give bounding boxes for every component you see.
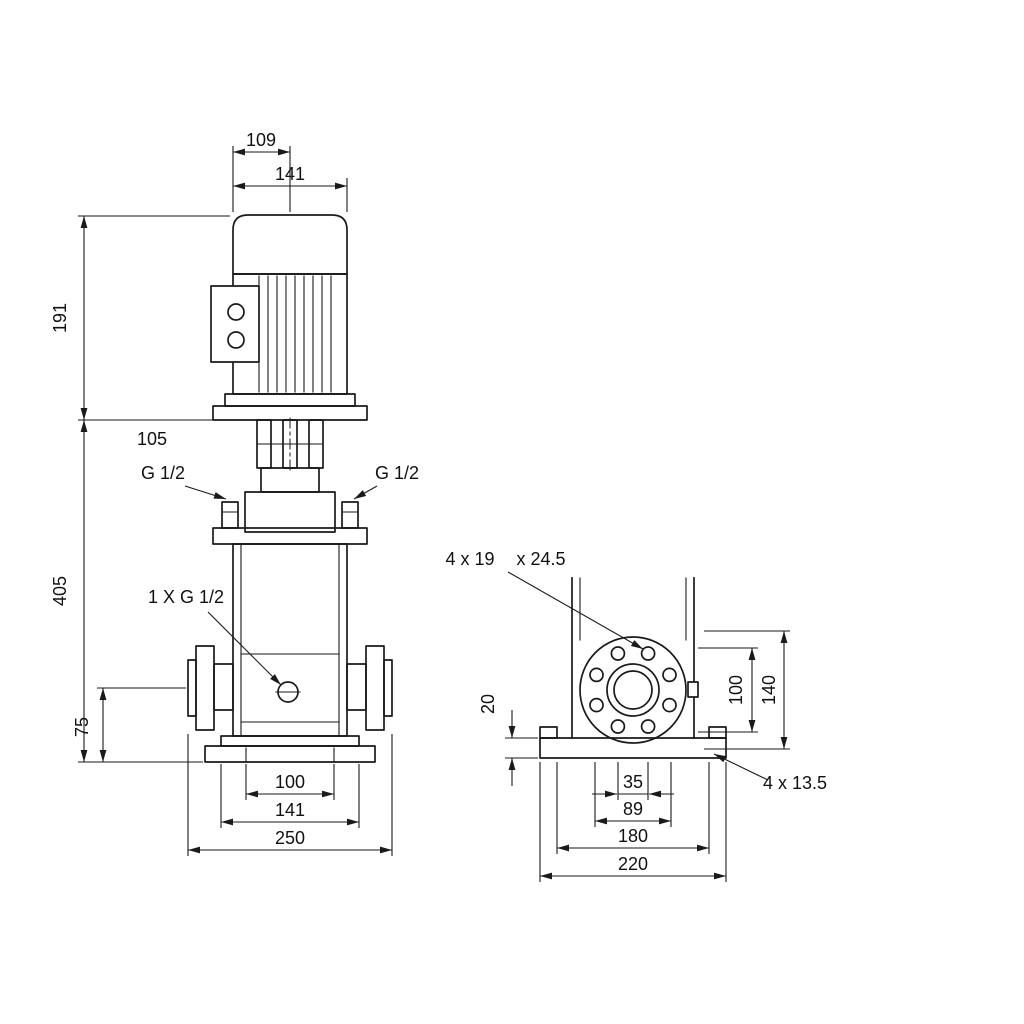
callout-port-left: G 1/2 [141, 463, 227, 500]
base-holes-label: 4 x 13.5 [763, 773, 827, 793]
dim-220: 220 [539, 762, 727, 882]
dim-405: 405 [50, 420, 203, 763]
callout-drain-plug: 1 X G 1/2 [148, 587, 282, 686]
extension-line [594, 762, 672, 827]
callout-base-holes: 4 x 13.5 [713, 753, 827, 793]
dim-105: 105 [137, 429, 167, 449]
dim-89-label: 89 [623, 799, 643, 819]
leader-line [184, 485, 227, 500]
pump-head [244, 491, 336, 533]
cable-entry-hole [227, 303, 245, 321]
dim-109-label: 109 [246, 130, 276, 150]
leader-line [207, 611, 282, 686]
base-plate-front [204, 745, 376, 763]
extension-line [539, 762, 727, 882]
dim-75: 75 [72, 687, 186, 762]
dim-141-top-label: 141 [275, 164, 305, 184]
dim-140-label: 140 [759, 675, 779, 705]
dim-20: 20 [478, 694, 538, 786]
flange-bolt-hole [610, 646, 626, 661]
flange-bore-circle [613, 670, 653, 710]
extension-line [704, 630, 790, 750]
body-outline [571, 577, 695, 739]
dim-405-label: 405 [50, 576, 70, 606]
front-view [187, 214, 393, 763]
dim-250: 250 [187, 734, 393, 856]
motor-end-cap [232, 214, 348, 275]
flange-bolt-hole [640, 719, 656, 734]
dim-75-label: 75 [72, 717, 92, 737]
dim-180: 180 [556, 762, 710, 854]
extension-line [556, 762, 710, 854]
cable-entry-hole [227, 331, 245, 349]
terminal-box [210, 285, 260, 363]
leader-line [713, 753, 769, 781]
dim-105-label: 105 [137, 429, 167, 449]
dim-220-label: 220 [618, 854, 648, 874]
front-view-dimensions: 109 141 191 105 405 G 1/2 G 1/2 [50, 130, 419, 856]
extension-line [187, 734, 393, 856]
port-right-label: G 1/2 [375, 463, 419, 483]
flange-bolt-hole [662, 697, 677, 713]
flange-bolt-hole [610, 719, 626, 734]
dim-141-bottom-label: 141 [275, 800, 305, 820]
drain-plug-label: 1 X G 1/2 [148, 587, 224, 607]
leader-line [507, 571, 644, 650]
flange-bolt-hole [640, 646, 656, 661]
dim-100-side: 100 [698, 647, 758, 733]
flange-bolt-hole [662, 667, 677, 683]
flange-side-plug [687, 681, 699, 698]
dim-250-label: 250 [275, 828, 305, 848]
dim-109: 109 [232, 130, 291, 212]
flange-bolt-hole [589, 667, 604, 683]
base-plate-side [539, 737, 727, 759]
flange-hub-circle [606, 663, 660, 717]
dim-141-top: 141 [233, 164, 348, 212]
body-inner-lines [579, 577, 687, 641]
dim-141-bottom: 141 [220, 764, 360, 828]
extension-line [220, 764, 360, 828]
dim-140: 140 [704, 630, 790, 750]
dim-180-label: 180 [618, 826, 648, 846]
callout-flange-holes: 4 x 19 x 24.5 [445, 549, 644, 650]
extension-line [698, 647, 758, 733]
dim-100-side-label: 100 [726, 675, 746, 705]
dim-20-label: 20 [478, 694, 498, 714]
dim-191-label: 191 [50, 303, 70, 333]
dim-191: 191 [50, 215, 230, 421]
flange-outer-circle [579, 636, 687, 744]
dim-100-bottom: 100 [245, 764, 335, 800]
side-view-dimensions: 4 x 19 x 24.5 20 100 140 35 [445, 549, 827, 882]
flange-bolt-hole [589, 697, 604, 713]
flange-holes-label: 4 x 19 [445, 549, 494, 569]
dim-35-label: 35 [623, 772, 643, 792]
suction-flange-neck [213, 663, 234, 711]
dim-35: 35 [592, 762, 674, 800]
extension-line [232, 146, 291, 212]
leader-line [353, 485, 378, 500]
dim-100-bottom-label: 100 [275, 772, 305, 792]
base-foot-tab-left [539, 726, 558, 739]
extension-line [78, 215, 230, 421]
port-left-label: G 1/2 [141, 463, 185, 483]
flange-spotface-label: x 24.5 [516, 549, 565, 569]
discharge-flange-neck [346, 663, 367, 711]
dim-89: 89 [594, 762, 672, 827]
callout-port-right: G 1/2 [353, 463, 419, 500]
